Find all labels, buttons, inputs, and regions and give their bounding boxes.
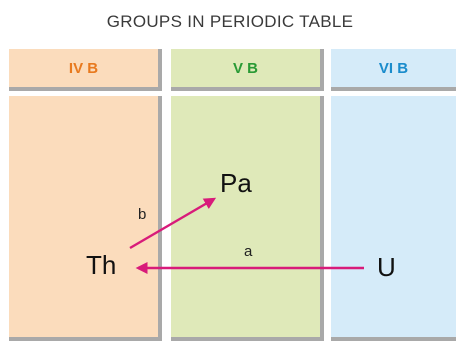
arrow-b-th-to-pa [129, 197, 217, 250]
element-th: Th [86, 250, 117, 280]
group-column-iv-b [9, 96, 162, 341]
group-header-vi-b: VI B [331, 49, 456, 91]
group-header-v-b: V B [171, 49, 324, 91]
group-column-v-b [171, 96, 324, 341]
arrow-label-b: b [138, 206, 147, 223]
element-pa: Pa [220, 168, 252, 198]
group-column-vi-b [331, 96, 456, 341]
group-header-iv-b: IV B [9, 49, 162, 91]
element-u: U [377, 252, 396, 282]
diagram-title: GROUPS IN PERIODIC TABLE [106, 12, 354, 31]
arrow-label-a: a [244, 243, 253, 260]
